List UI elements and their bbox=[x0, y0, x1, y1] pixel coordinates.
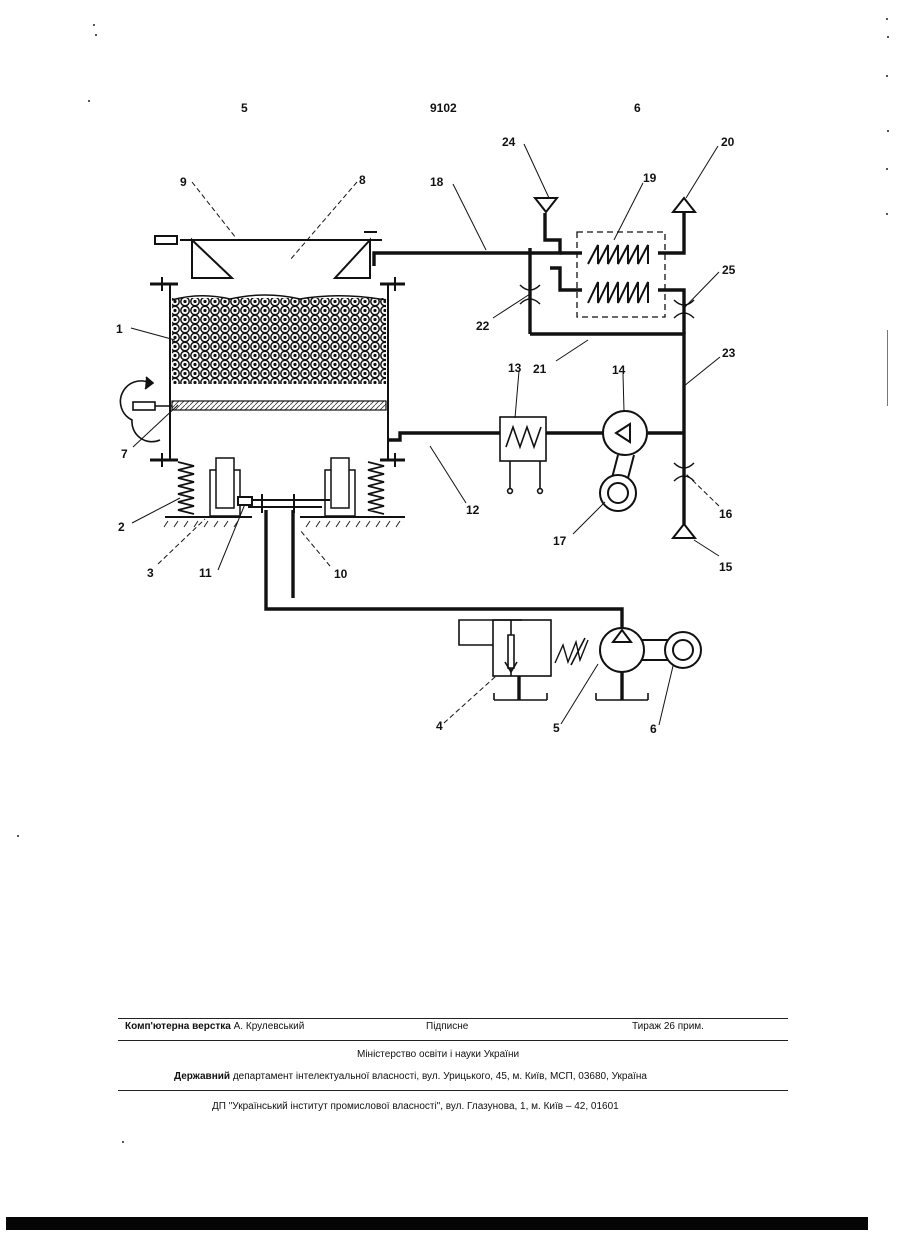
label-25: 25 bbox=[722, 263, 736, 277]
fan-14 bbox=[600, 411, 647, 511]
label-11: 11 bbox=[199, 566, 212, 580]
scan-speck bbox=[93, 24, 95, 26]
label-15: 15 bbox=[719, 560, 733, 574]
scan-speck bbox=[887, 36, 889, 38]
vessel bbox=[150, 277, 405, 467]
scan-speck bbox=[886, 213, 888, 215]
scan-bottom-bar bbox=[6, 1217, 868, 1230]
label-3: 3 bbox=[147, 566, 154, 580]
label-8: 8 bbox=[359, 173, 366, 187]
department-line-rest: департамент інтелектуальної власності, в… bbox=[233, 1071, 647, 1082]
label-19: 19 bbox=[643, 171, 657, 185]
label-21: 21 bbox=[533, 362, 547, 376]
department-line: Державний департамент інтелектуальної вл… bbox=[174, 1071, 647, 1082]
label-9: 9 bbox=[180, 175, 187, 189]
shaft-assembly bbox=[238, 494, 330, 513]
label-6: 6 bbox=[650, 722, 657, 736]
scan-speck bbox=[88, 100, 90, 102]
heat-exchanger-coil bbox=[577, 232, 665, 317]
pump-5 bbox=[600, 628, 701, 672]
label-18: 18 bbox=[430, 175, 444, 189]
label-1: 1 bbox=[116, 322, 123, 336]
department-line-bold: Державний bbox=[174, 1071, 230, 1082]
layout-credit-name: А. Крулевський bbox=[234, 1021, 305, 1032]
institute-line: ДП "Український інститут промислової вла… bbox=[212, 1101, 619, 1112]
rotation-arrow-icon bbox=[120, 377, 172, 442]
footer-rule-bottom bbox=[118, 1090, 788, 1091]
scan-speck bbox=[887, 130, 889, 132]
label-2: 2 bbox=[118, 520, 125, 534]
label-14: 14 bbox=[612, 363, 626, 377]
scan-speck bbox=[886, 168, 888, 170]
heater bbox=[500, 417, 546, 493]
label-16: 16 bbox=[719, 507, 733, 521]
ministry-line: Міністерство освіти і науки України bbox=[357, 1049, 519, 1060]
scan-speck bbox=[95, 34, 97, 36]
pipelines bbox=[266, 213, 684, 700]
circulation-note: Тираж 26 прим. bbox=[632, 1021, 704, 1032]
label-12: 12 bbox=[466, 503, 480, 517]
footer-rule-middle bbox=[118, 1040, 788, 1041]
scan-edge-line bbox=[887, 330, 888, 406]
schematic-diagram: 1 2 3 4 5 6 7 8 9 10 11 12 13 14 15 16 1… bbox=[0, 0, 900, 760]
label-4: 4 bbox=[436, 719, 443, 733]
label-17: 17 bbox=[553, 534, 567, 548]
layout-credit-role: Комп'ютерна верстка bbox=[125, 1021, 231, 1032]
label-7: 7 bbox=[121, 447, 128, 461]
scan-speck bbox=[886, 75, 888, 77]
ground bbox=[164, 517, 405, 527]
label-5: 5 bbox=[553, 721, 560, 735]
label-22: 22 bbox=[476, 319, 490, 333]
scan-speck bbox=[17, 835, 19, 837]
label-10: 10 bbox=[334, 567, 348, 581]
label-13: 13 bbox=[508, 361, 522, 375]
label-23: 23 bbox=[722, 346, 736, 360]
label-20: 20 bbox=[721, 135, 735, 149]
layout-credit: Комп'ютерна верстка А. Крулевський bbox=[125, 1021, 304, 1032]
scan-speck bbox=[122, 1141, 124, 1143]
label-24: 24 bbox=[502, 135, 516, 149]
lid bbox=[155, 232, 382, 278]
subscription-note: Підписне bbox=[426, 1021, 468, 1032]
footer-rule-top bbox=[118, 1018, 788, 1019]
scan-speck bbox=[886, 18, 888, 20]
